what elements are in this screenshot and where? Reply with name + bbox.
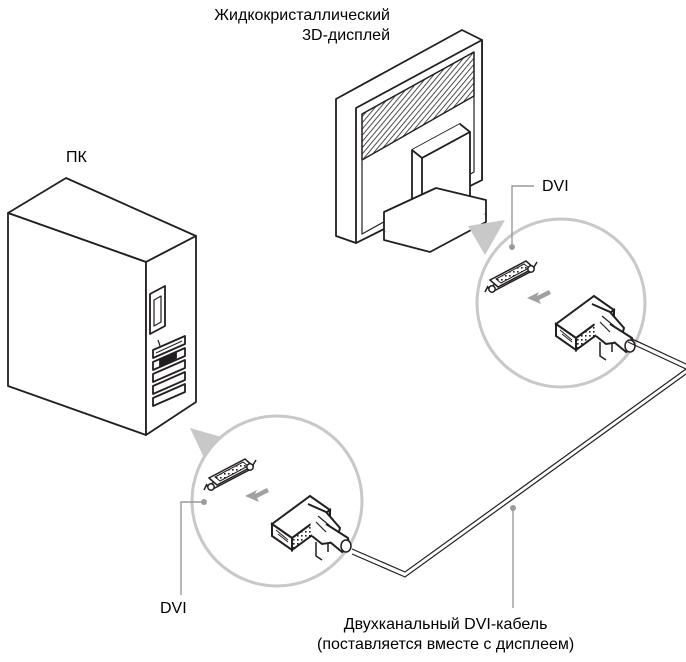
leader-lines <box>180 185 534 608</box>
pc-tower <box>7 177 197 436</box>
callout-display <box>468 217 647 389</box>
dvi-cable <box>351 337 686 578</box>
monitor-label: Жидкокристаллический 3D-дисплей <box>214 6 390 46</box>
cable-label: Двухканальный DVI-кабель (поставляется в… <box>317 615 574 655</box>
monitor-label-line2: 3D-дисплей <box>302 27 390 44</box>
lcd-monitor <box>335 29 487 253</box>
pc-label: ПК <box>66 149 87 166</box>
monitor-label-line1: Жидкокристаллический <box>214 7 390 24</box>
callout-pc <box>190 414 364 588</box>
dvi-pc-label: DVI <box>160 600 187 617</box>
cable-label-line1: Двухканальный DVI-кабель <box>343 616 548 633</box>
cable-label-line2: (поставляется вместе с дисплеем) <box>317 636 575 653</box>
dvi-display-label: DVI <box>542 178 569 195</box>
